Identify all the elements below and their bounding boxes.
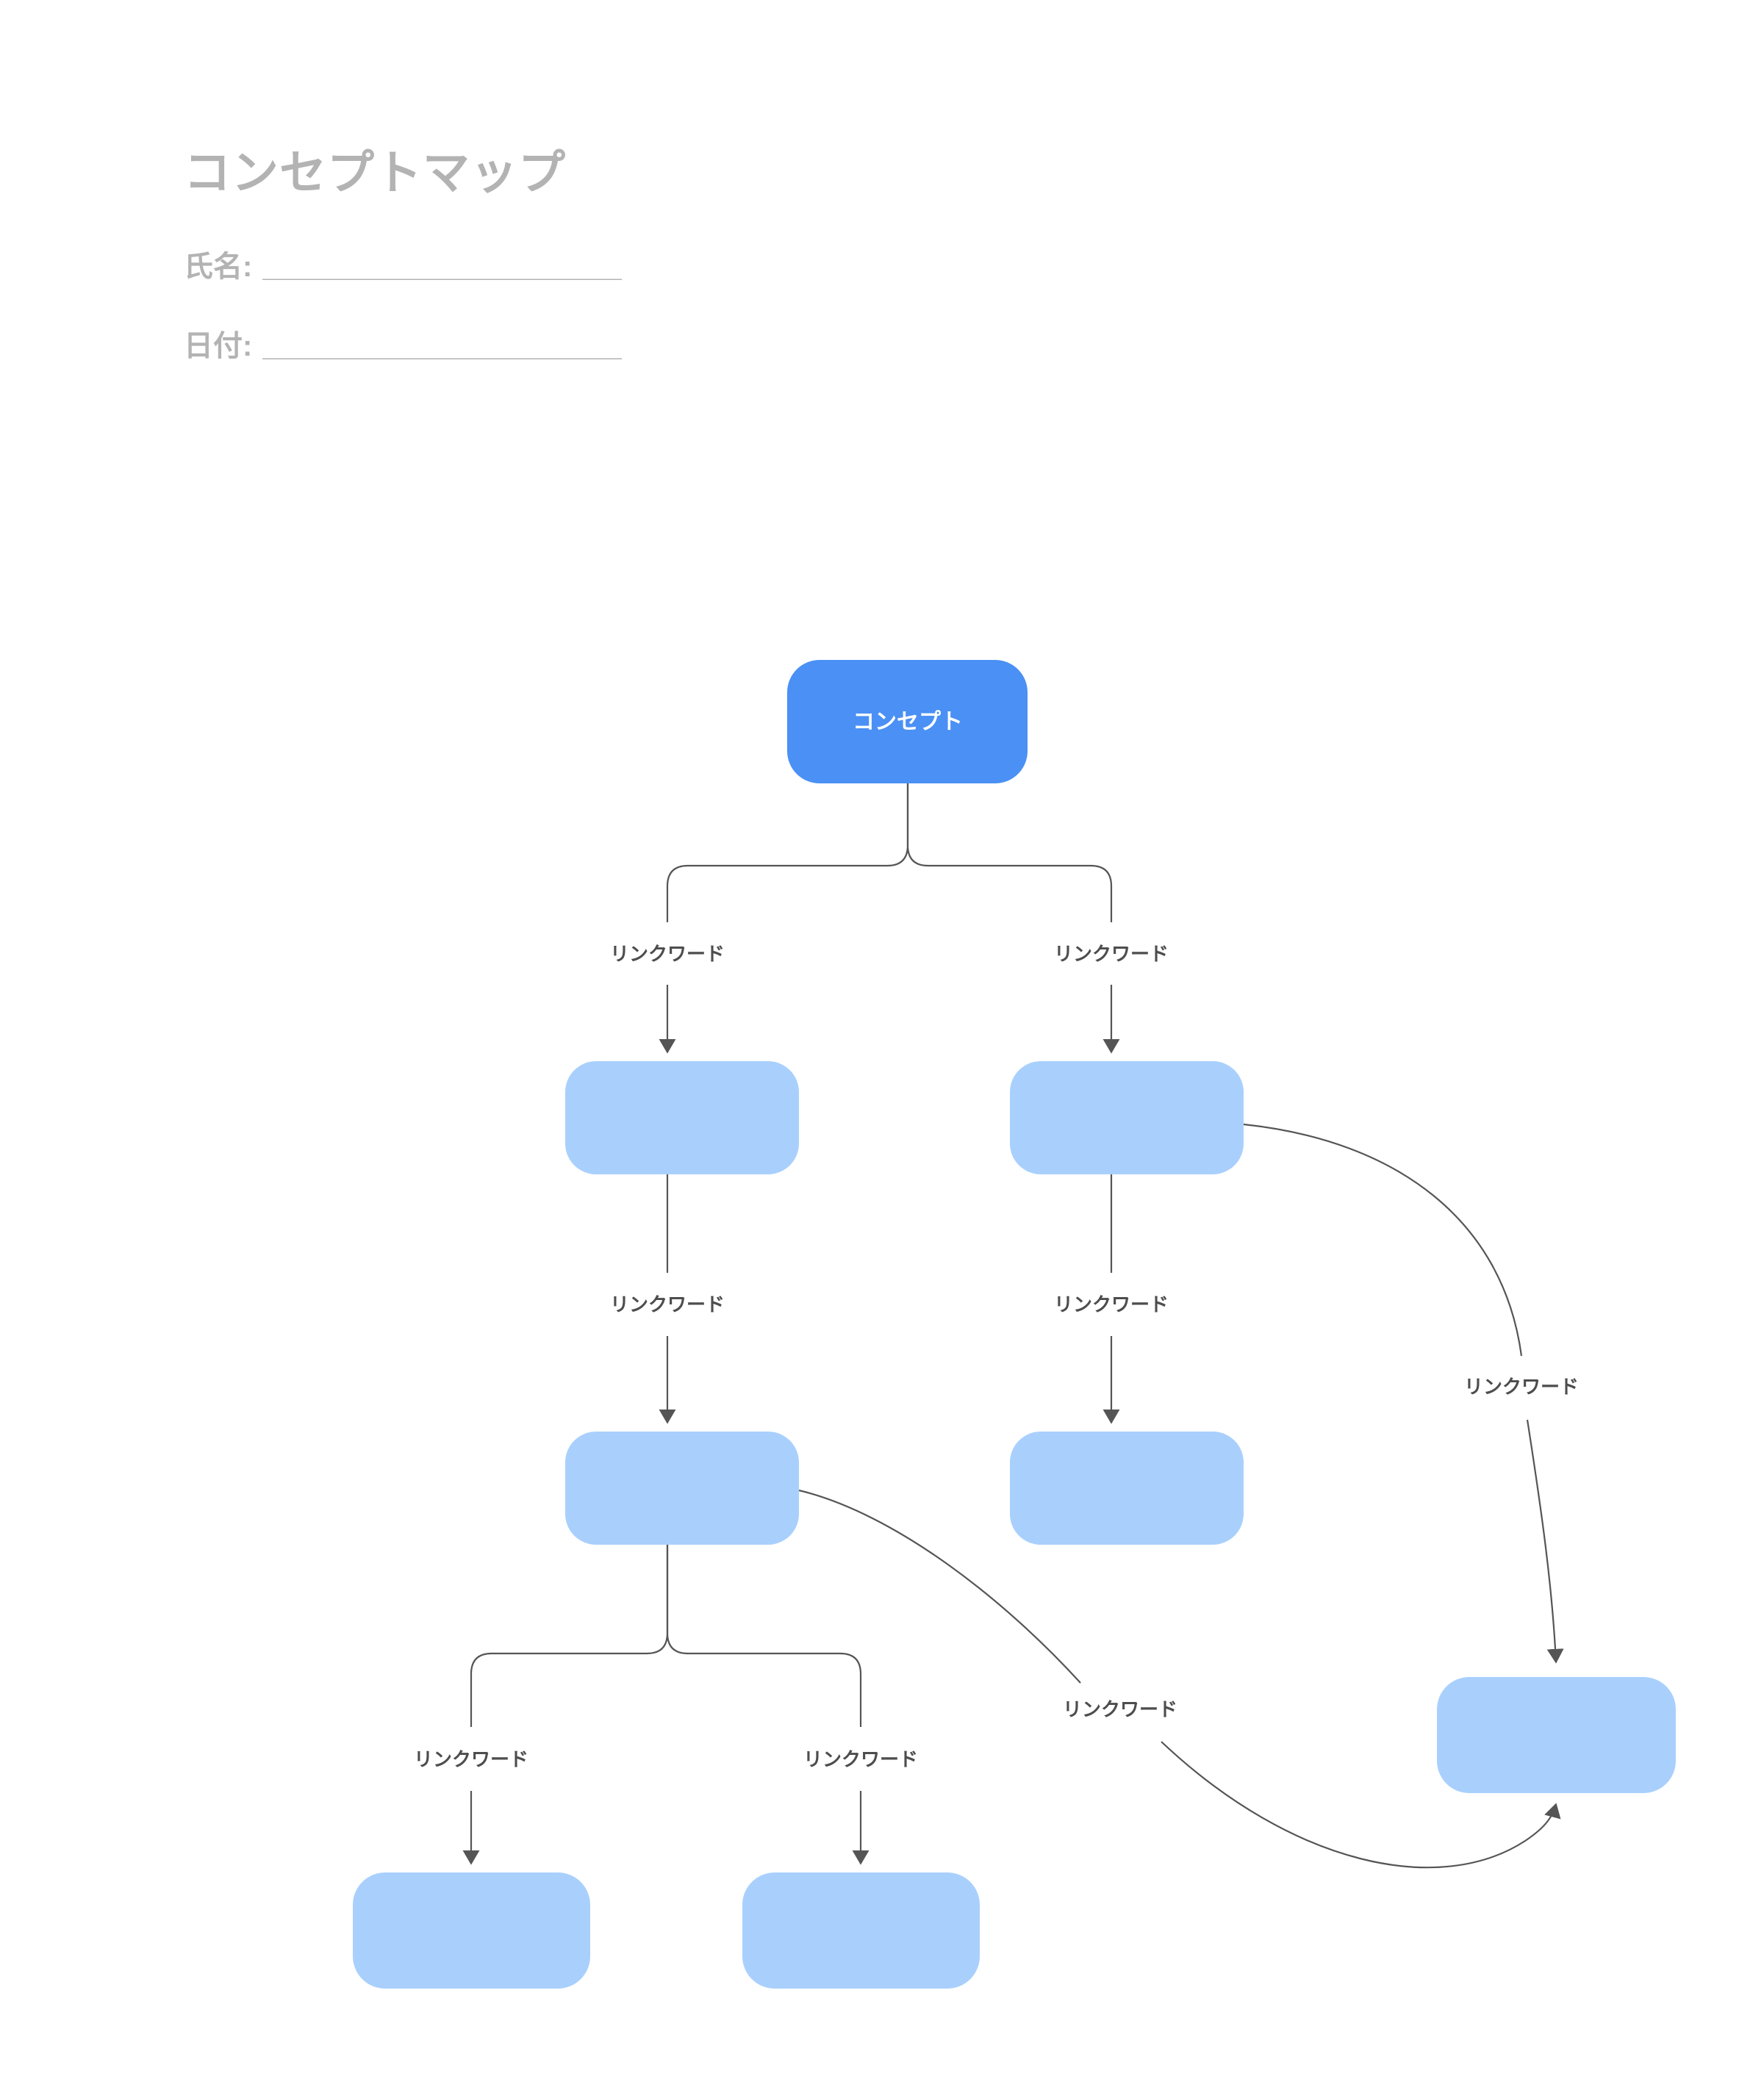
edge-n3-to-n6 [470,1545,669,1727]
worksheet-header: コンセプトマップ 氏名: _______________________ 日付:… [184,147,992,401]
node-n5-shape[interactable] [1437,1677,1676,1793]
node-n5[interactable] [1437,1677,1676,1793]
node-layer: コンセプト [353,660,1676,1989]
node-n6[interactable] [353,1872,590,1989]
edge-label-bg-e2 [1045,937,1177,971]
node-root-shape[interactable] [787,660,1028,783]
edge-label-e4: リンクワード [1054,1293,1169,1315]
edge-label-bg-e6 [1054,1692,1186,1726]
name-field-blank[interactable]: _______________________ [262,251,622,284]
node-root[interactable]: コンセプト [787,660,1028,783]
node-n1[interactable] [565,1061,799,1174]
node-n6-shape[interactable] [353,1872,590,1989]
edge-label-bg-e5 [1455,1370,1588,1404]
node-n7-shape[interactable] [742,1872,980,1989]
page-title: コンセプトマップ [184,146,566,199]
edge-label-e2: リンクワード [1054,943,1169,965]
edge-label-e1: リンクワード [610,943,725,965]
edge-label-e7: リンクワード [414,1748,528,1770]
edge-label-bg-e7 [405,1742,537,1776]
edge-label-e8: リンクワード [803,1748,918,1770]
date-field-row: 日付: _______________________ [184,322,992,365]
node-n2-shape[interactable] [1010,1061,1244,1174]
node-n1-shape[interactable] [565,1061,799,1174]
edge-label-bg-e1 [601,937,734,971]
date-field-blank[interactable]: _______________________ [262,330,622,363]
edge-n2-to-n5 [1243,1123,1523,1357]
edge-label-e5: リンクワード [1464,1376,1579,1398]
node-n3-shape[interactable] [565,1432,799,1545]
node-n7[interactable] [742,1872,980,1989]
node-n4-shape[interactable] [1010,1432,1244,1545]
node-n4[interactable] [1010,1432,1244,1545]
name-field-label: 氏名: [184,251,253,284]
edge-n3-to-n7 [666,1545,862,1727]
edge-label-bg-e4 [1045,1288,1177,1321]
date-field-label: 日付: [184,330,253,363]
edge-label-bg-e3 [601,1288,734,1321]
node-n3[interactable] [565,1432,799,1545]
name-field-row: 氏名: _______________________ [184,243,992,285]
edge-n3-to-n5 [798,1489,1081,1684]
edge-root-to-n2 [906,783,1113,922]
edge-n3-to-n5-arrow [1161,1741,1561,1869]
node-root-label: コンセプト [853,710,963,734]
edge-label-bg-e8 [795,1742,927,1776]
edge-n2-to-n5-arrow [1526,1419,1564,1664]
edge-label-e3: リンクワード [610,1293,725,1315]
edge-root-to-n1 [666,783,909,922]
edge-layer [462,783,1564,1869]
edge-label-layer: リンクワード リンクワード リンクワード リンクワード リンクワード リンクワー… [405,937,1588,1776]
node-n2[interactable] [1010,1061,1244,1174]
edge-label-e6: リンクワード [1063,1698,1177,1720]
